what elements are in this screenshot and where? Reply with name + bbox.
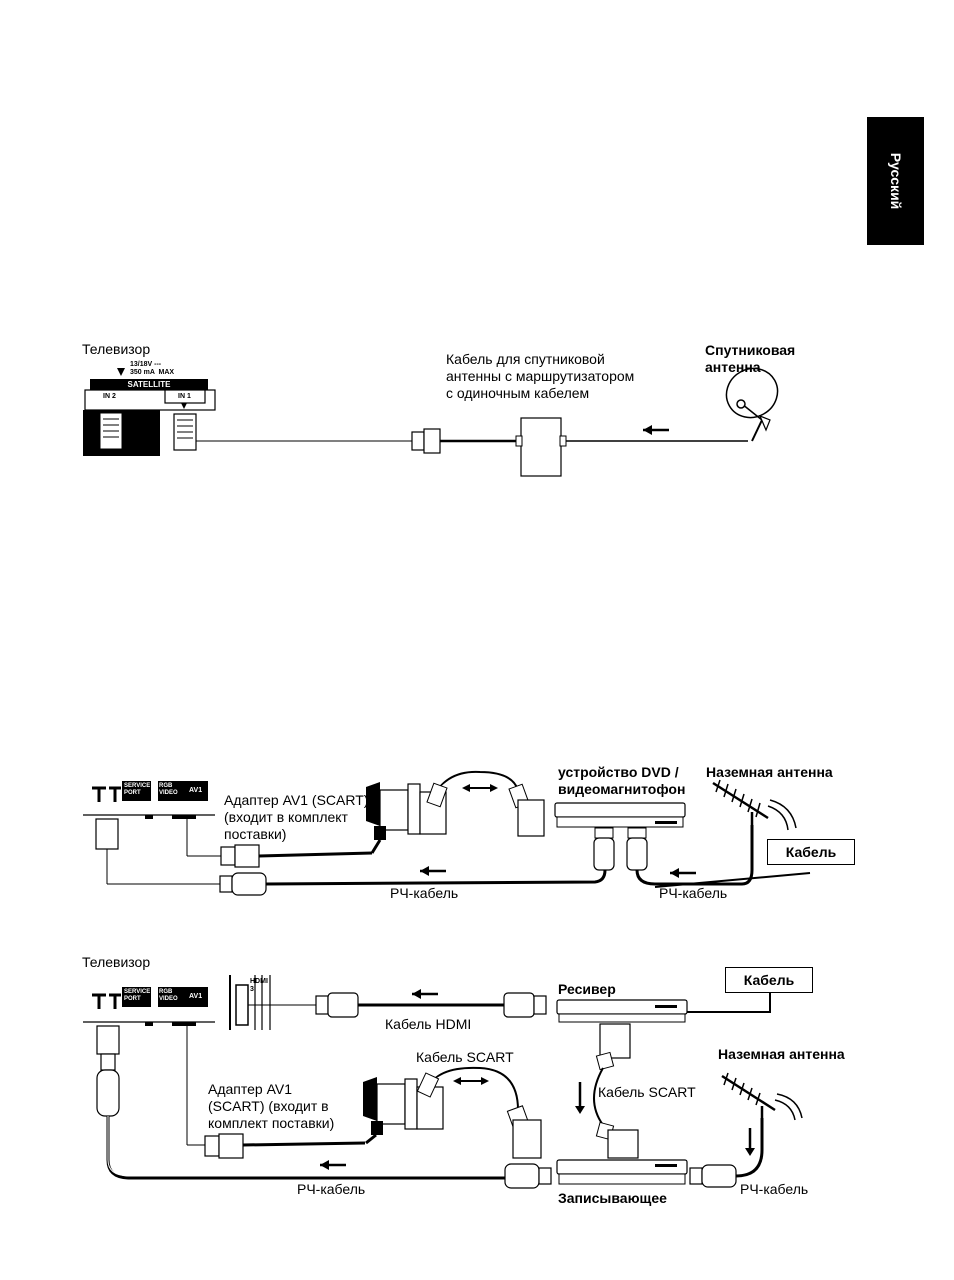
scart-adapter-icon [363,1077,444,1145]
av1-port-label: AV1 [189,993,203,1000]
av1-port-label: AV1 [189,787,203,794]
tv-label: Телевизор [82,341,151,357]
rf-cable-label-1: РЧ-кабель [297,1181,366,1197]
adapter-label: Адаптер AV1 (SCART) (входит в комплект п… [208,1081,335,1131]
terrestrial-antenna-icon [721,1072,803,1121]
terrestrial-antenna-icon [712,779,797,831]
rgb-video-label: RGB VIDEO [159,989,178,1002]
in2-port-label: IN 2 [103,393,116,400]
receiver-icon [556,999,688,1023]
f-connector [411,428,518,454]
dvd-label: устройство DVD / видеомагнитофон [558,764,686,797]
section3-receiver [83,975,803,1189]
rf-cable-label-2: РЧ-кабель [659,885,728,901]
recorder-icon [556,1159,688,1185]
dvd-recorder-icon [554,802,686,871]
tv-satellite-panel [83,368,216,456]
cable-box-label: Кабель [767,839,855,865]
hdmi-cable-label: Кабель HDMI [385,1016,472,1032]
satellite-dish-label: Спутниковая антенна [705,342,796,375]
section2-dvd [83,770,811,896]
service-port-label: SERVICE PORT [124,989,151,1002]
cable-box-label: Кабель [725,967,813,993]
rgb-video-label: RGB VIDEO [159,783,178,796]
recorder-label: Записывающее [558,1190,667,1206]
service-port-label: SERVICE PORT [124,783,151,796]
receiver-label: Ресивер [558,981,616,997]
scart-cable-label-top: Кабель SCART [416,1049,514,1065]
splitter-box [520,417,562,477]
adapter-label: Адаптер AV1 (SCART) (входит в комплект п… [224,792,369,842]
scart-plug-icon [426,782,545,837]
satellite-label: SATELLITE [127,380,171,389]
antenna-symbol-icon [92,786,121,802]
tv-label: Телевизор [82,954,151,970]
terrestrial-antenna-label: Наземная антенна [718,1046,845,1062]
language-tab[interactable]: Русский [867,117,924,245]
scart-adapter-icon [366,782,447,854]
power-rating-label: 13/18V --- 350 mA MAX [130,361,175,376]
in1-port-label: IN 1 [178,393,191,400]
satellite-dish-icon [725,367,779,442]
section1-satellite [83,367,779,477]
terrestrial-antenna-label: Наземная антенна [706,764,833,780]
hdmi-port-label: HDMI 3 [250,978,268,993]
rf-cable-label-2: РЧ-кабель [740,1181,809,1197]
satellite-cable-label: Кабель для спутниковой антенны с маршрут… [446,351,635,401]
scart-cable-label-side: Кабель SCART [598,1084,696,1100]
rf-cable-label-1: РЧ-кабель [390,885,459,901]
